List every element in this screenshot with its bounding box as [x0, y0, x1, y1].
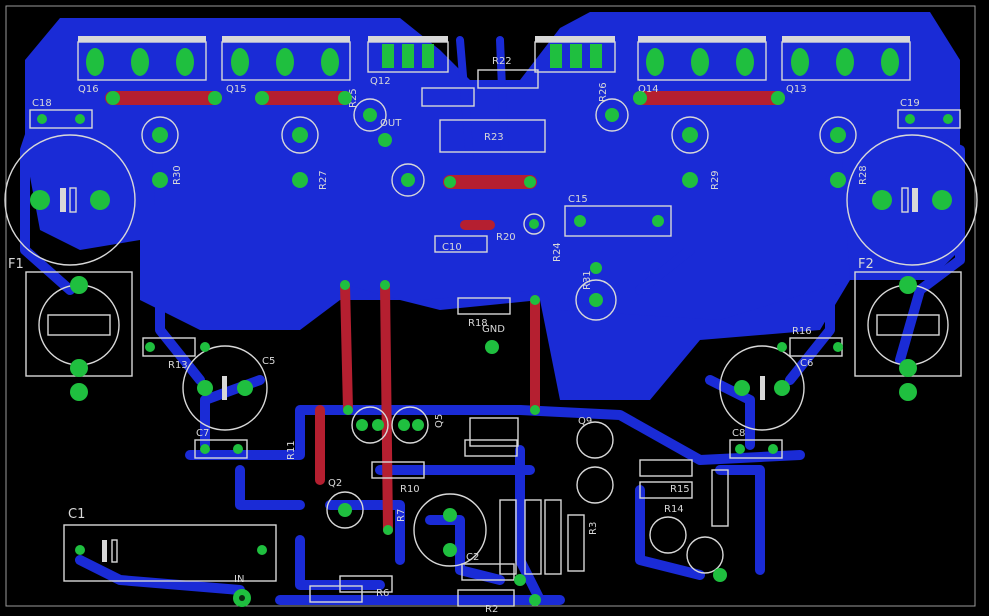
label-r15: R15: [670, 484, 690, 495]
label-r29: R29: [710, 170, 721, 190]
vias: [106, 91, 785, 606]
label-r22: R22: [492, 56, 512, 67]
label-r6: R6: [376, 588, 389, 599]
label-q9: Q9: [578, 416, 592, 427]
label-r7: R7: [396, 509, 407, 522]
transistor-q15: Q15: [221, 36, 351, 95]
label-c5: C5: [262, 356, 275, 367]
transistor-q16: Q16: [77, 36, 207, 95]
label-in: IN: [234, 574, 244, 585]
label-r20: R20: [496, 232, 516, 243]
label-r14: R14: [664, 504, 684, 515]
label-c8: C8: [732, 428, 745, 439]
label-r16: R16: [792, 326, 812, 337]
capacitor-c19: C19: [897, 98, 961, 129]
label-f2: F2: [858, 257, 874, 272]
label-q5: Q5: [434, 414, 445, 428]
label-q14: Q14: [638, 84, 659, 95]
top-traces: [105, 91, 785, 535]
label-r11: R11: [286, 440, 297, 460]
label-q2: Q2: [328, 478, 342, 489]
capacitor-c5: C5: [182, 345, 275, 431]
capacitor-c7: C7: [194, 428, 248, 459]
label-r31: R31: [582, 270, 593, 290]
label-r25: R25: [348, 88, 359, 108]
label-c18: C18: [32, 98, 52, 109]
label-c2: C2: [466, 552, 479, 563]
label-f1: F1: [8, 257, 24, 272]
fuse-f2: F2: [854, 257, 962, 401]
label-q13: Q13: [786, 84, 807, 95]
label-c6: C6: [800, 358, 813, 369]
power-transistors: Q16 Q15 Q12 Q14 Q13: [77, 36, 911, 95]
label-r26: R26: [598, 82, 609, 102]
capacitor-c6: C6: [719, 345, 813, 431]
capacitor-big-left: [4, 134, 136, 266]
fuse-f1: F1: [8, 257, 133, 401]
capacitor-c1: C1: [63, 507, 277, 582]
label-r24: R24: [552, 242, 563, 262]
transistor-q12: Q12: [367, 36, 449, 87]
transistor-q11: [534, 36, 616, 73]
transistor-q13: Q13: [781, 36, 911, 95]
label-r30: R30: [172, 165, 183, 185]
central-cluster: R23 R22 R25 R26 OUT C15 R20 R24 C10 R18 …: [348, 56, 672, 354]
resistor-r16: R16: [777, 326, 843, 357]
emitter-resistors: R30 R27 R29 R28: [141, 116, 869, 190]
label-gnd: GND: [482, 324, 505, 335]
label-r2: R2: [485, 604, 498, 615]
label-r10: R10: [400, 484, 420, 495]
label-c10: C10: [442, 242, 462, 253]
input-connector: IN: [233, 574, 251, 607]
label-r13: R13: [168, 360, 188, 371]
label-c15: C15: [568, 194, 588, 205]
label-r3: R3: [588, 522, 599, 535]
capacitor-c18: C18: [29, 98, 93, 129]
capacitor-c8: C8: [729, 428, 783, 459]
capacitor-big-right: [846, 134, 978, 266]
label-c7: C7: [196, 428, 209, 439]
label-c19: C19: [900, 98, 920, 109]
resistor-r13: R13: [142, 337, 210, 371]
driver-section: Q5 R11 R10 Q2 R7 C2 R2 R6 R3 Q9 R15 R14: [286, 406, 729, 615]
label-q12: Q12: [370, 76, 391, 87]
label-q16: Q16: [78, 84, 99, 95]
label-q15: Q15: [226, 84, 247, 95]
label-r28: R28: [858, 165, 869, 185]
label-r18: R18: [468, 318, 488, 329]
transistor-q14: Q14: [637, 36, 767, 95]
label-r23: R23: [484, 132, 504, 143]
label-c1: C1: [68, 507, 85, 522]
label-out: OUT: [380, 118, 402, 129]
label-r27: R27: [318, 170, 329, 190]
